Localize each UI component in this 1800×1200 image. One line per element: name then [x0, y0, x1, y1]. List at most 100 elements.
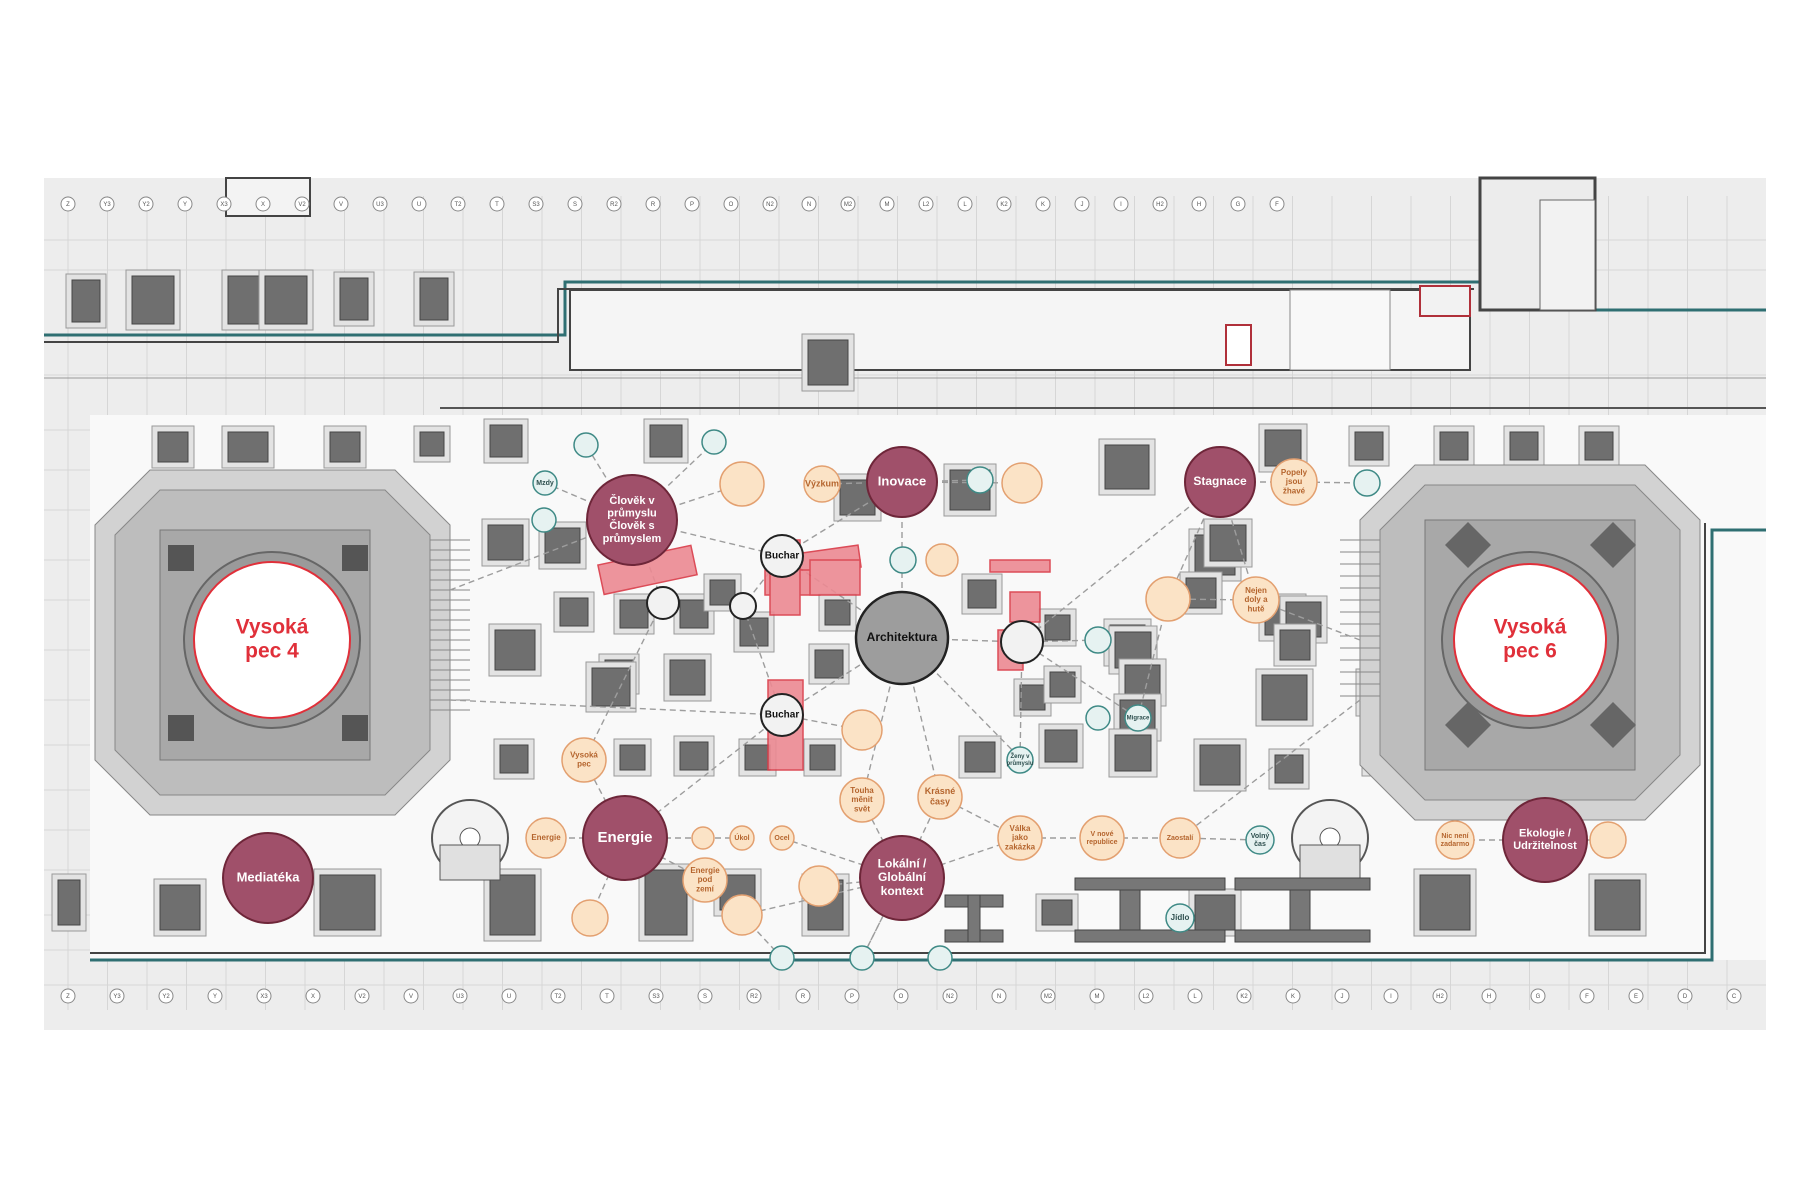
grid-marker: [1579, 988, 1595, 1004]
column-block: [679, 741, 709, 771]
node-circle: [997, 815, 1043, 861]
grid-marker-label: H: [1487, 994, 1491, 1000]
column-block: [669, 659, 706, 696]
node-circle: [1502, 797, 1588, 883]
node-circle: [803, 465, 841, 503]
column-block: [1044, 729, 1078, 763]
grid-marker: [801, 196, 817, 212]
node-circle: [1159, 817, 1201, 859]
grid-marker: [599, 988, 615, 1004]
concept-node: [1353, 469, 1381, 497]
steel-structures: [944, 877, 1371, 943]
grid-marker: [333, 196, 349, 212]
column-block: [264, 275, 308, 325]
node-inovace: Inovace: [866, 446, 938, 518]
spiral-stair-right: [1291, 799, 1369, 881]
grid-marker-label: I: [1390, 994, 1392, 1000]
grid-marker-label: H: [1197, 202, 1201, 208]
grid-marker: [109, 988, 125, 1004]
column-block: [71, 279, 101, 323]
grid-marker: [1236, 988, 1252, 1004]
grid-marker: [1334, 988, 1350, 1004]
grid-marker: [1074, 196, 1090, 212]
grid-marker: [99, 196, 115, 212]
concept-node: [925, 543, 959, 577]
grid-marker: [403, 988, 419, 1004]
concept-node: [849, 945, 875, 971]
node-circle: [769, 825, 795, 851]
concept-node: [691, 826, 715, 850]
node-circle: [1453, 563, 1607, 717]
node-label: Ženy v: [1010, 752, 1030, 760]
node-circle: [1184, 446, 1256, 518]
grid-marker: [138, 196, 154, 212]
grid-marker: [697, 988, 713, 1004]
concept-node: [1084, 626, 1112, 654]
node-label: Člověk s: [609, 519, 654, 532]
grid-marker: [840, 196, 856, 212]
node-label: Volný: [1251, 833, 1270, 840]
node-label: V nové: [1091, 831, 1114, 838]
grid-marker: [158, 988, 174, 1004]
column-block: [1104, 444, 1150, 490]
grid-marker: [567, 196, 583, 212]
concept-node: [571, 899, 609, 937]
column-block: [339, 277, 369, 321]
grid-marker-label: N2: [946, 994, 954, 1000]
grid-marker: [1187, 988, 1203, 1004]
grid-marker-label: E: [1634, 994, 1638, 1000]
node-vyzkum: Výzkum: [803, 465, 841, 503]
node-label: Energie: [690, 866, 720, 875]
node-label: zadarmo: [1441, 841, 1470, 848]
node-circle: [760, 693, 804, 737]
node-energie-main: Energie: [582, 795, 668, 881]
column-block: [1049, 671, 1076, 698]
column-block: [1019, 684, 1046, 711]
grid-marker: [942, 988, 958, 1004]
node-label: průmyslem: [603, 533, 662, 545]
node-energie-small: Energie: [525, 817, 567, 859]
node-label: časy: [930, 797, 950, 807]
grid-marker: [795, 988, 811, 1004]
column-block: [489, 424, 523, 458]
grid-marker-label: C: [1732, 994, 1737, 1000]
grid-marker-label: M: [1095, 994, 1100, 1000]
node-mediateka: Mediatéka: [222, 832, 314, 924]
node-label: kontext: [881, 884, 924, 898]
node-label: měnit: [851, 795, 873, 804]
column-block: [809, 744, 836, 771]
node-label: hutě: [1248, 604, 1265, 613]
node-label: pod: [698, 875, 713, 884]
grid-marker: [550, 988, 566, 1004]
grid-marker: [60, 988, 76, 1004]
node-circle: [561, 737, 607, 783]
node-ekologie: Ekologie /Udržitelnost: [1502, 797, 1588, 883]
grid-marker-label: L: [963, 202, 967, 208]
grid-marker: [746, 988, 762, 1004]
grid-marker: [991, 988, 1007, 1004]
column-block: [489, 874, 536, 936]
grid-marker-label: G: [1236, 202, 1241, 208]
column-block: [649, 424, 683, 458]
grid-marker-label: P: [850, 994, 854, 1000]
grid-marker: [411, 196, 427, 212]
node-label: Popely: [1281, 468, 1308, 477]
grid-marker: [216, 196, 232, 212]
node-label: čas: [1254, 841, 1266, 848]
column-block: [807, 339, 849, 386]
grid-marker-label: L: [1193, 994, 1197, 1000]
column-block: [494, 629, 536, 671]
grid-marker-label: Y: [213, 994, 217, 1000]
node-label: Vysoká: [1494, 615, 1567, 638]
grid-marker: [372, 196, 388, 212]
node-circle: [839, 777, 885, 823]
grid-marker-label: S3: [532, 202, 540, 208]
grid-marker-label: T: [605, 994, 609, 1000]
node-ukol: Úkol: [729, 825, 755, 851]
concept-node: [927, 945, 953, 971]
node-circle: [525, 817, 567, 859]
column-block: [227, 431, 269, 463]
